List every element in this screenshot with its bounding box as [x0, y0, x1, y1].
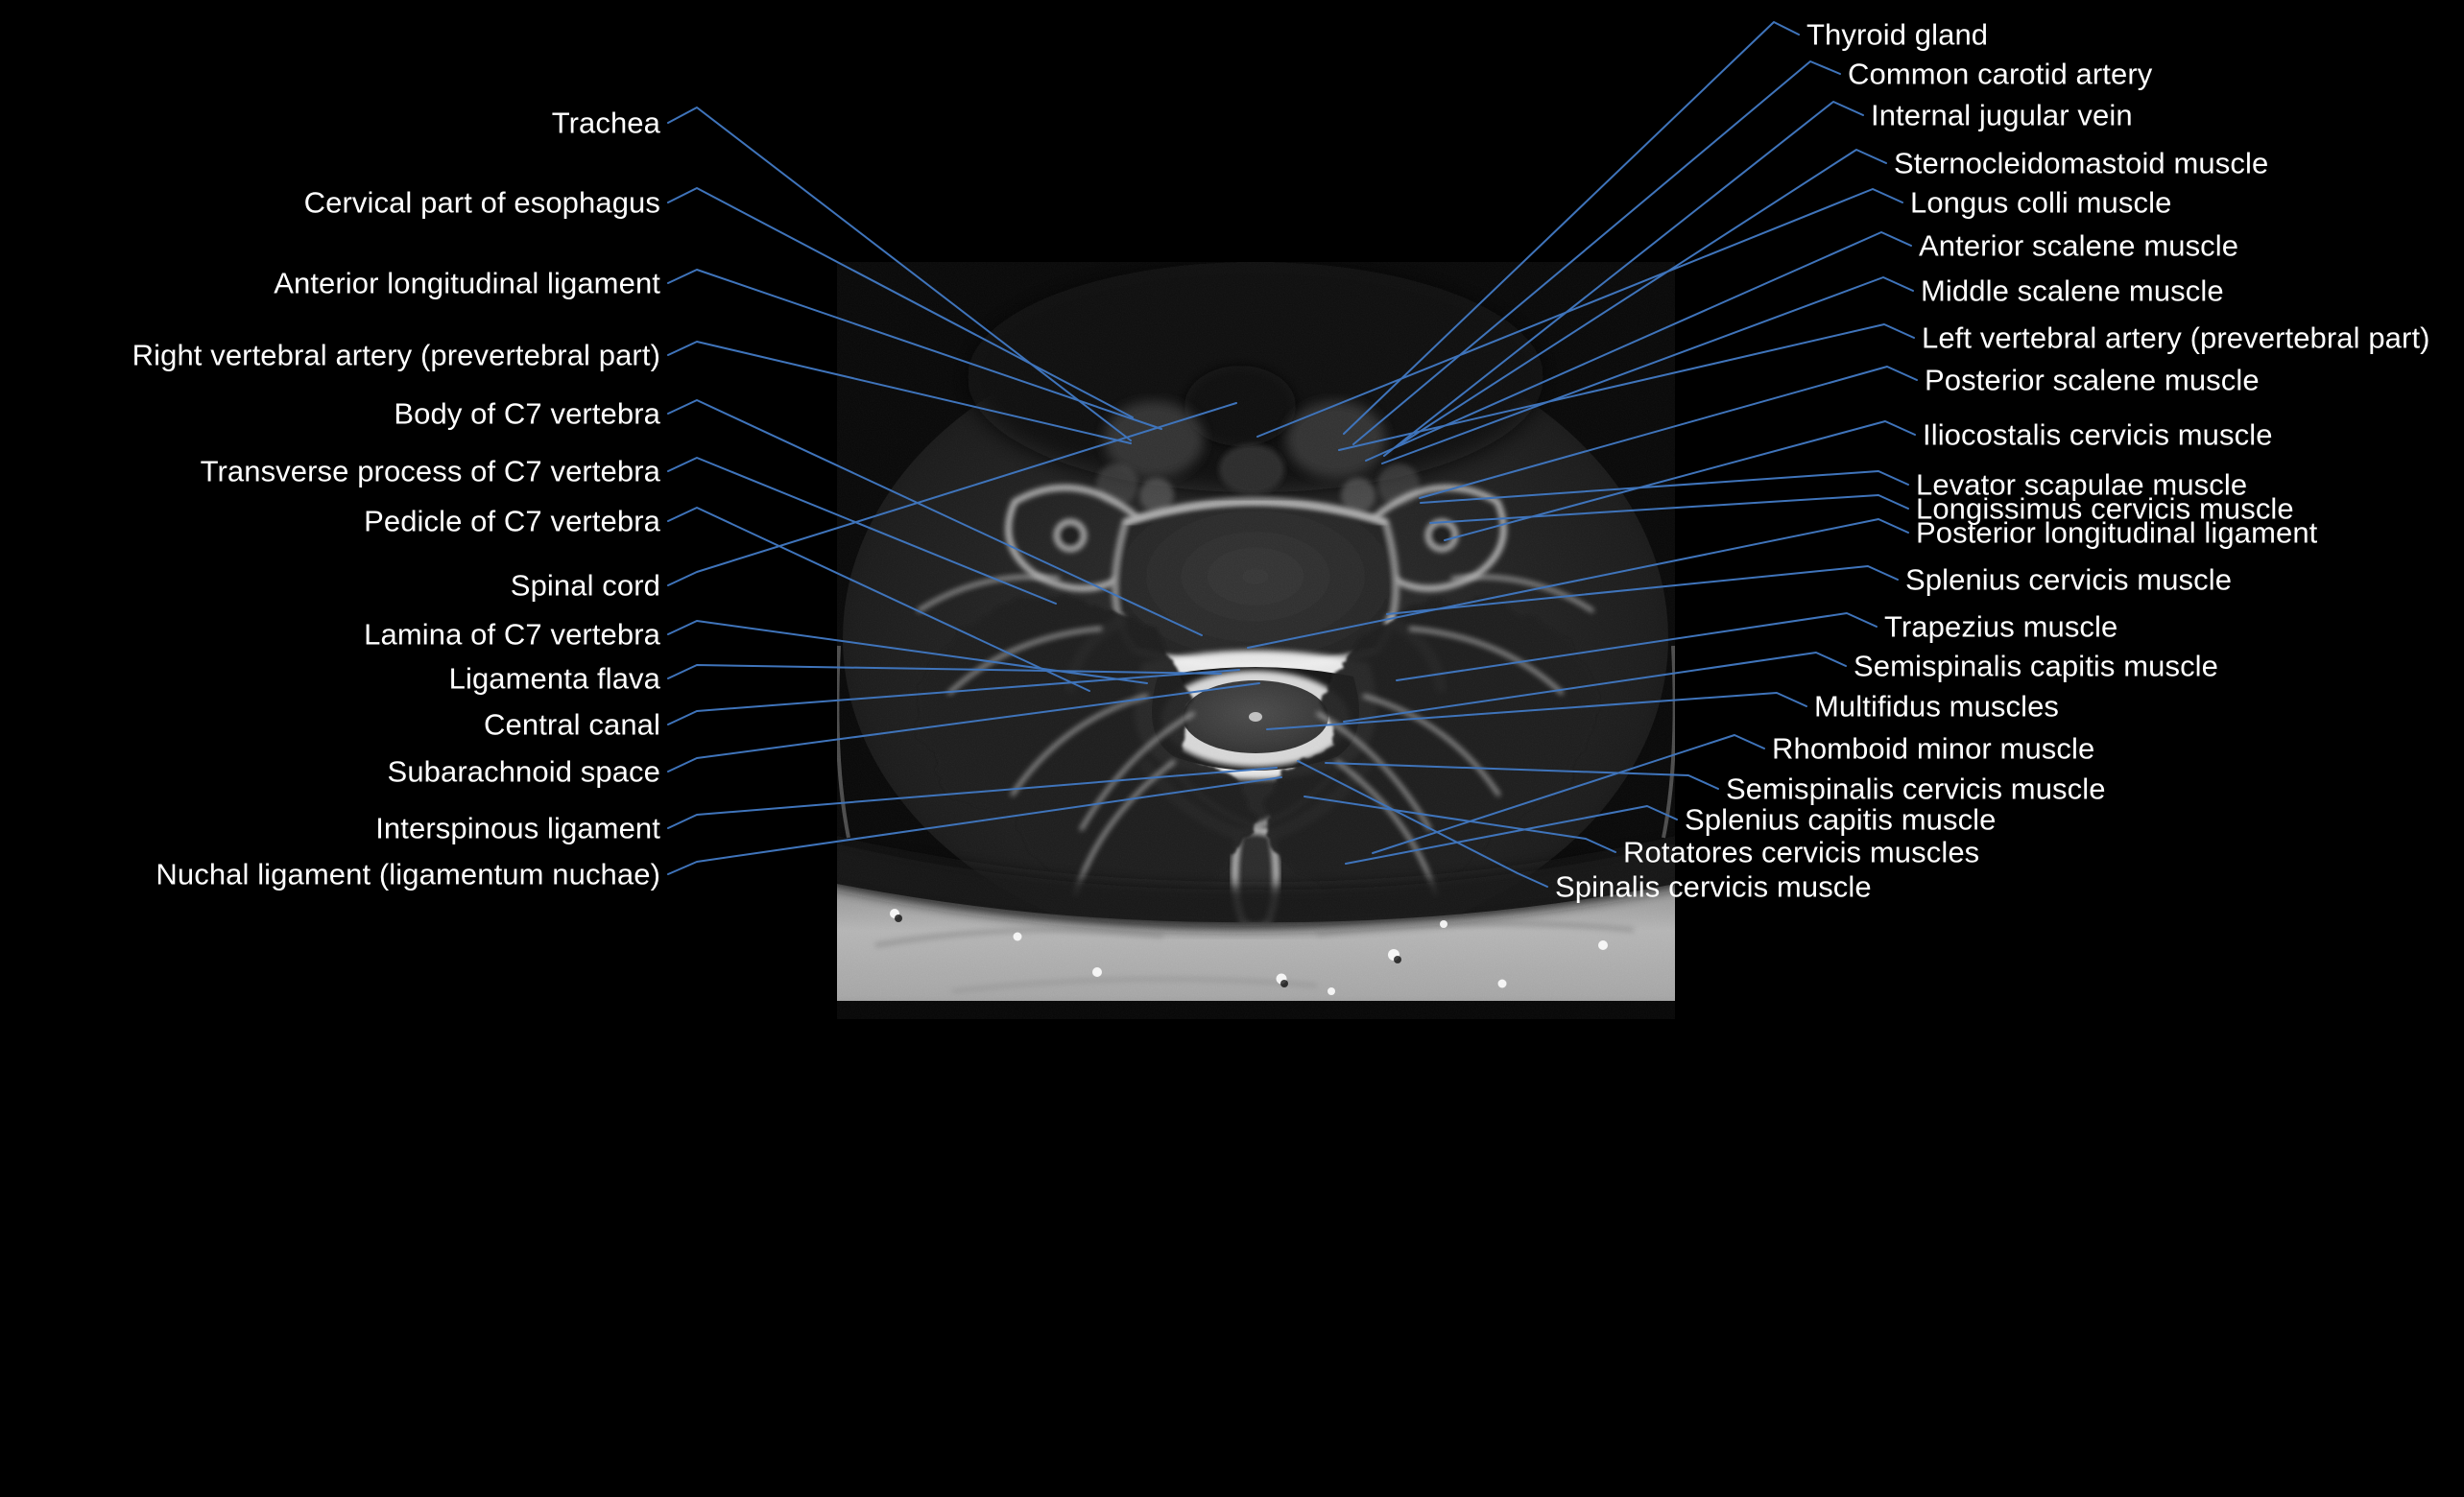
label-lamina-of-c7-vertebra: Lamina of C7 vertebra	[364, 617, 660, 652]
label-anterior-longitudinal-ligament: Anterior longitudinal ligament	[274, 266, 660, 300]
label-multifidus-muscles: Multifidus muscles	[1814, 689, 2060, 724]
label-longus-colli-muscle: Longus colli muscle	[1910, 185, 2172, 220]
label-middle-scalene-muscle: Middle scalene muscle	[1921, 273, 2224, 308]
label-spinal-cord: Spinal cord	[510, 568, 660, 603]
label-trachea: Trachea	[551, 106, 660, 140]
label-cervical-part-of-esophagus: Cervical part of esophagus	[303, 185, 660, 220]
label-thyroid-gland: Thyroid gland	[1806, 17, 1989, 52]
label-posterior-scalene-muscle: Posterior scalene muscle	[1925, 363, 2260, 397]
label-body-of-c7-vertebra: Body of C7 vertebra	[394, 396, 660, 431]
label-subarachnoid-space: Subarachnoid space	[387, 754, 660, 789]
label-left-vertebral-artery-prevertebral-part: Left vertebral artery (prevertebral part…	[1922, 321, 2430, 355]
label-longissimus-cervicis-muscle: Longissimus cervicis muscle	[1916, 491, 2294, 526]
label-sternocleidomastoid-muscle: Sternocleidomastoid muscle	[1894, 146, 2269, 180]
label-ligamenta-flava: Ligamenta flava	[448, 661, 660, 696]
label-pedicle-of-c7-vertebra: Pedicle of C7 vertebra	[364, 504, 660, 538]
label-right-vertebral-artery-prevertebral-part: Right vertebral artery (prevertebral par…	[132, 338, 660, 372]
label-rhomboid-minor-muscle: Rhomboid minor muscle	[1772, 731, 2095, 766]
label-anterior-scalene-muscle: Anterior scalene muscle	[1919, 228, 2239, 263]
label-iliocostalis-cervicis-muscle: Iliocostalis cervicis muscle	[1923, 417, 2273, 452]
label-semispinalis-cervicis-muscle: Semispinalis cervicis muscle	[1726, 772, 2106, 806]
label-internal-jugular-vein: Internal jugular vein	[1871, 98, 2133, 132]
label-semispinalis-capitis-muscle: Semispinalis capitis muscle	[1854, 649, 2218, 683]
label-posterior-longitudinal-ligament: Posterior longitudinal ligament	[1916, 515, 2318, 550]
label-spinalis-cervicis-muscle: Spinalis cervicis muscle	[1555, 869, 1872, 904]
label-common-carotid-artery: Common carotid artery	[1848, 57, 2153, 91]
label-trapezius-muscle: Trapezius muscle	[1884, 609, 2118, 644]
label-transverse-process-of-c7-vertebra: Transverse process of C7 vertebra	[200, 454, 660, 488]
label-rotatores-cervicis-muscles: Rotatores cervicis muscles	[1623, 835, 1980, 869]
label-splenius-capitis-muscle: Splenius capitis muscle	[1685, 802, 1997, 837]
cervical-spine-axial-mri	[837, 262, 1675, 1019]
label-nuchal-ligament-ligamentum-nuchae: Nuchal ligament (ligamentum nuchae)	[155, 857, 660, 891]
label-central-canal: Central canal	[484, 707, 660, 742]
label-splenius-cervicis-muscle: Splenius cervicis muscle	[1905, 562, 2233, 597]
label-interspinous-ligament: Interspinous ligament	[375, 811, 660, 845]
label-levator-scapulae-muscle: Levator scapulae muscle	[1916, 467, 2248, 502]
